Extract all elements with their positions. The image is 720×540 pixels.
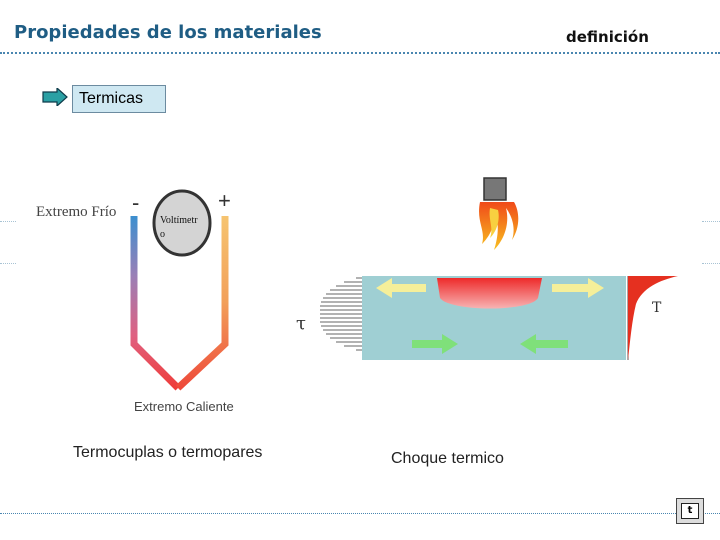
footer-divider [0,513,720,514]
voltmeter-icon [152,189,212,257]
torch-nozzle [483,177,507,201]
stress-hatching [320,277,362,351]
hot-wire [175,216,229,391]
right-arrow-icon [42,88,68,106]
right-edge-line [702,263,720,264]
voltmeter-label: o [160,229,165,240]
hot-end-label: Extremo Caliente [134,399,234,414]
thermocouple-diagram: Voltímetr o Extremo Frío - + Extremo Cal… [36,188,234,414]
voltmeter-label: Voltímetr [160,215,198,226]
expansion-arrow-left [376,278,426,298]
tau-symbol: τ [296,313,306,334]
thermal-shock-diagram: τ T [296,177,678,360]
thermocouple-caption: Termocuplas o termopares [73,444,263,461]
nav-button-label: t [681,503,699,519]
page-title: Propiedades de los materiales [14,22,322,43]
temperature-profile [628,276,678,360]
right-edge-line [702,221,720,222]
flame-core [489,208,499,238]
compression-arrow-right [520,334,568,354]
cold-end-label: Extremo Frío [36,204,116,220]
compression-arrow-left [412,334,458,354]
topic-label: Termicas [72,85,166,113]
expansion-arrow-right [552,278,604,298]
left-edge-line [0,263,16,264]
heated-zone [437,278,542,309]
header-divider [0,52,720,54]
cold-wire [130,216,181,391]
flame-icon [479,202,519,250]
left-edge-line [0,221,16,222]
nav-button[interactable]: t [676,498,704,524]
plus-sign: + [218,188,231,213]
minus-sign: - [132,190,139,215]
temperature-label: T [652,300,662,316]
definicion-link[interactable]: definición [566,28,649,46]
thermal-shock-caption: Choque termico [391,450,504,467]
